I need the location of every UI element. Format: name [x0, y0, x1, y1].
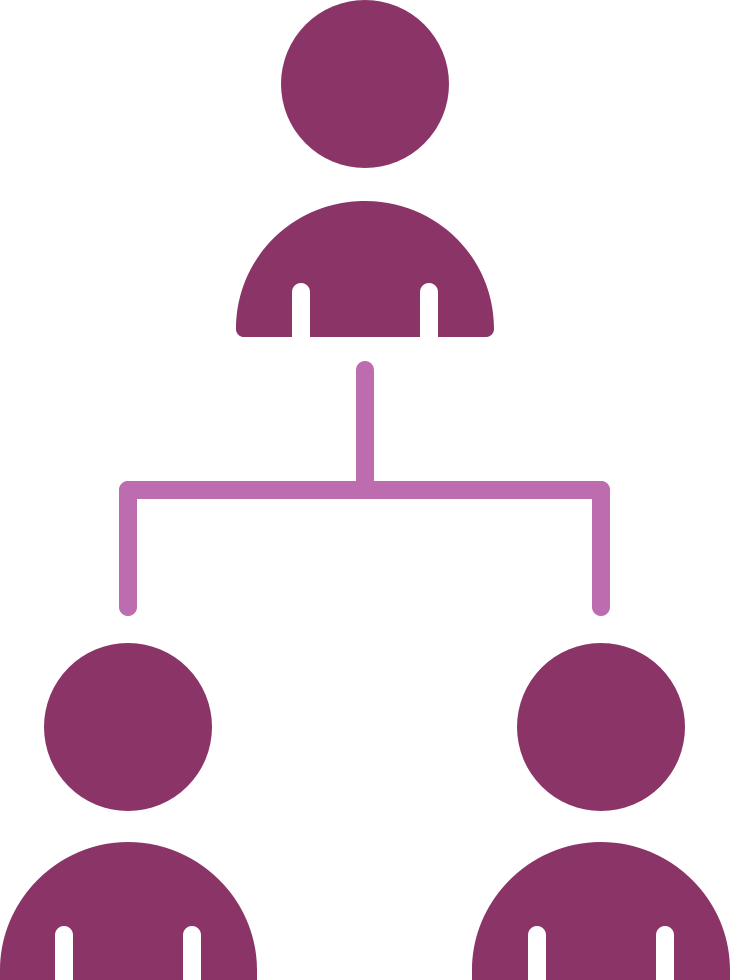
- bottom-right-person-body: [472, 842, 730, 980]
- top-person-body: [235, 201, 494, 337]
- bottom-left-person-head: [44, 643, 212, 811]
- top-person-icon: [235, 0, 494, 337]
- bottom-left-person-body: [0, 842, 257, 980]
- bottom-right-person-icon: [472, 643, 730, 980]
- bottom-right-person-head: [517, 643, 685, 811]
- bottom-left-person-icon: [0, 643, 257, 980]
- top-person-head: [281, 0, 449, 168]
- connector-lines: [119, 361, 610, 616]
